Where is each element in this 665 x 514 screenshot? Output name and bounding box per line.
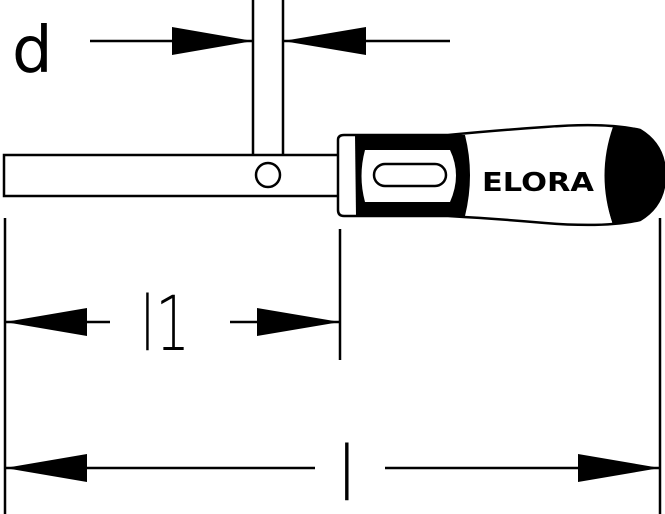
dim-l1-arrow-right bbox=[257, 308, 340, 336]
dim-l1-arrow-left bbox=[5, 308, 87, 336]
label-l1: l1 bbox=[140, 279, 190, 368]
dim-l-arrow-left bbox=[5, 454, 87, 482]
grip-slot bbox=[372, 162, 448, 188]
dim-d-arrow-left bbox=[172, 27, 253, 55]
dim-l-arrow-right bbox=[578, 454, 660, 482]
shaft bbox=[2, 153, 342, 198]
label-d: d bbox=[12, 14, 53, 88]
label-l: l bbox=[336, 429, 357, 514]
cross-hole bbox=[254, 161, 282, 189]
handle: ELORA bbox=[336, 123, 665, 227]
brand-logo: ELORA bbox=[482, 168, 594, 198]
dim-d-arrow-right bbox=[283, 27, 366, 55]
